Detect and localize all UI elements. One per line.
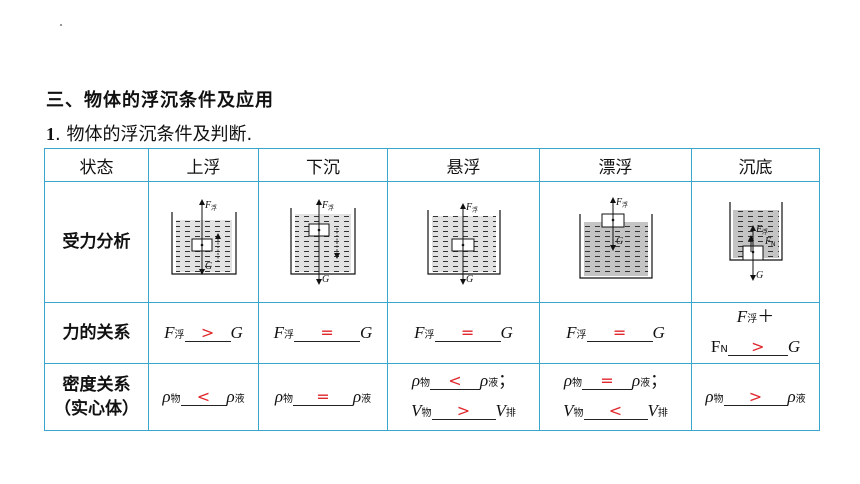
buoyancy-label: F	[204, 200, 212, 211]
row-label-force-analysis: 受力分析	[44, 181, 149, 303]
force-suspend: F浮=G	[387, 302, 540, 364]
density-suspend: ρ物<ρ液；V物>V排	[387, 363, 540, 431]
diagram-cell-bottom: F 浮 F N G	[691, 181, 820, 303]
answer-blank: <	[180, 388, 227, 406]
gravity-label: G	[616, 236, 623, 247]
density-sink: ρ物=ρ液	[258, 363, 388, 431]
density-relation-row: 密度关系（实心体） ρ物<ρ液 ρ物=ρ液 ρ物<ρ液；V物>V排 ρ物=ρ液；…	[44, 363, 820, 431]
buoyancy-label: F	[615, 197, 623, 208]
answer-blank: <	[583, 402, 648, 420]
header-suspend: 悬浮	[387, 148, 540, 182]
diagram-cell-sink: F 浮 G	[258, 181, 388, 303]
buoyancy-label-sub: 浮	[762, 228, 768, 236]
answer-blank: <	[430, 372, 480, 390]
row-label-force-relation: 力的关系	[44, 302, 149, 364]
container	[578, 214, 653, 279]
header-rise: 上浮	[148, 148, 259, 182]
answer-blank: =	[293, 388, 353, 406]
subsection-heading: 1. 物体的浮沉条件及判断.	[46, 120, 252, 146]
header-bottom: 沉底	[691, 148, 820, 182]
support-label-sub: N	[771, 241, 776, 248]
force-bottom: F浮＋FN>G	[691, 302, 820, 364]
answer-blank: =	[294, 324, 361, 342]
buoyancy-label: F	[755, 224, 763, 235]
diagram-cell-rise: F 浮 G	[148, 181, 259, 303]
force-sink: F浮=G	[258, 302, 388, 364]
force-relation-row: 力的关系 F浮>G F浮=G F浮=G F浮=G F浮＋FN>G	[44, 302, 820, 364]
answer-blank: >	[184, 324, 231, 342]
force-float: F浮=G	[539, 302, 692, 364]
header-float: 漂浮	[539, 148, 692, 182]
suspend-diagram: F 浮 G	[426, 202, 501, 285]
sink-diagram: F 浮 G	[290, 199, 356, 285]
force-analysis-row: 受力分析 F 浮	[44, 181, 820, 303]
density-bottom: ρ物>ρ液	[691, 363, 820, 431]
answer-blank: >	[431, 402, 496, 420]
answer-blank: >	[727, 338, 788, 356]
force-rise: F浮>G	[148, 302, 259, 364]
buoyancy-label-sub: 浮	[472, 206, 478, 214]
subsection-text: . 物体的浮沉条件及判断.	[55, 124, 253, 145]
float-diagram: F 浮 G	[578, 197, 653, 279]
bottom-diagram: F 浮 F N G	[728, 202, 783, 281]
gravity-label: G	[466, 274, 473, 285]
section-heading: 三、物体的浮沉条件及应用	[46, 90, 274, 111]
answer-blank: >	[723, 388, 788, 406]
gravity-label: G	[756, 270, 763, 281]
gravity-label: G	[205, 261, 212, 272]
diagram-cell-suspend: F 浮 G	[387, 181, 540, 303]
header-row: 状态 上浮 下沉 悬浮 漂浮 沉底	[44, 148, 820, 182]
buoyancy-label-sub: 浮	[211, 204, 217, 212]
header-sink: 下沉	[258, 148, 388, 182]
density-rise: ρ物<ρ液	[148, 363, 259, 431]
density-float: ρ物=ρ液；V物<V排	[539, 363, 692, 431]
answer-blank: =	[434, 324, 501, 342]
corner-dot	[60, 24, 62, 26]
header-state: 状态	[44, 148, 149, 182]
buoyancy-label-sub: 浮	[328, 204, 334, 212]
buoyancy-label: F	[321, 200, 329, 211]
buoyancy-label-sub: 浮	[622, 201, 628, 209]
container	[290, 208, 356, 275]
row-label-density-relation: 密度关系（实心体）	[44, 363, 149, 431]
answer-blank: =	[582, 372, 632, 390]
buoyancy-label: F	[465, 202, 473, 213]
rise-diagram: F 浮 G	[170, 199, 237, 275]
gravity-label: G	[322, 274, 329, 285]
answer-blank: =	[586, 324, 653, 342]
buoyancy-conditions-table: 状态 上浮 下沉 悬浮 漂浮 沉底 受力分析	[44, 148, 820, 431]
support-label: F	[764, 236, 772, 247]
diagram-cell-float: F 浮 G	[539, 181, 692, 303]
subsection-number: 1	[46, 124, 55, 144]
container	[426, 210, 501, 275]
